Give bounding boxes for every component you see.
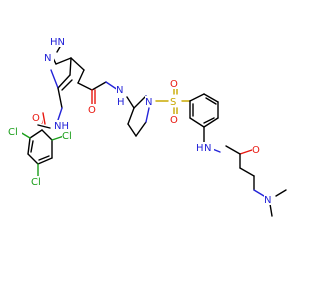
trichlorophenyl-ring (19, 129, 65, 177)
atom-label-nh-amide-left: NH (54, 121, 69, 132)
central-benzene-ring (189, 93, 219, 143)
atom-label-o-amide-top: O (88, 105, 96, 116)
atom-label-hn-pyrazole: HN (50, 37, 65, 48)
atom-label-cl-2: Cl (62, 131, 72, 142)
piperidine-ring (126, 95, 150, 137)
top-carboxamide (77, 81, 119, 107)
atom-label-n-anilide: N (204, 143, 211, 154)
atom-label-o-benzoyl: O (32, 113, 40, 124)
molecule-structure: HN N N H O NH O Cl Cl Cl N S O O N H O (8, 36, 287, 217)
atom-label-h-anilide: H (196, 143, 204, 154)
atom-label-n-dimethyl: N (264, 195, 271, 206)
atom-label-s-sulfonyl: S (170, 97, 176, 108)
atom-label-o-anilide: O (252, 145, 260, 156)
atom-label-cl-1: Cl (8, 127, 18, 138)
atom-label-n-pyrazole: N (44, 53, 51, 64)
atom-label-n-amide-top: N (116, 85, 123, 96)
atom-label-o-sulfonyl-1: O (170, 79, 178, 90)
atom-labels: HN N N H O NH O Cl Cl Cl N S O O N H O (8, 36, 274, 206)
pyrazole-ring (48, 39, 85, 91)
atom-label-cl-3: Cl (31, 177, 41, 188)
molecule-canvas: HN N N H O NH O Cl Cl Cl N S O O N H O (8, 36, 287, 217)
atom-label-n-piperidine: N (145, 97, 152, 108)
butanamide-chain (209, 145, 287, 217)
atom-label-h-amide-top: H (117, 97, 125, 108)
atom-label-o-sulfonyl-2: O (170, 115, 178, 126)
